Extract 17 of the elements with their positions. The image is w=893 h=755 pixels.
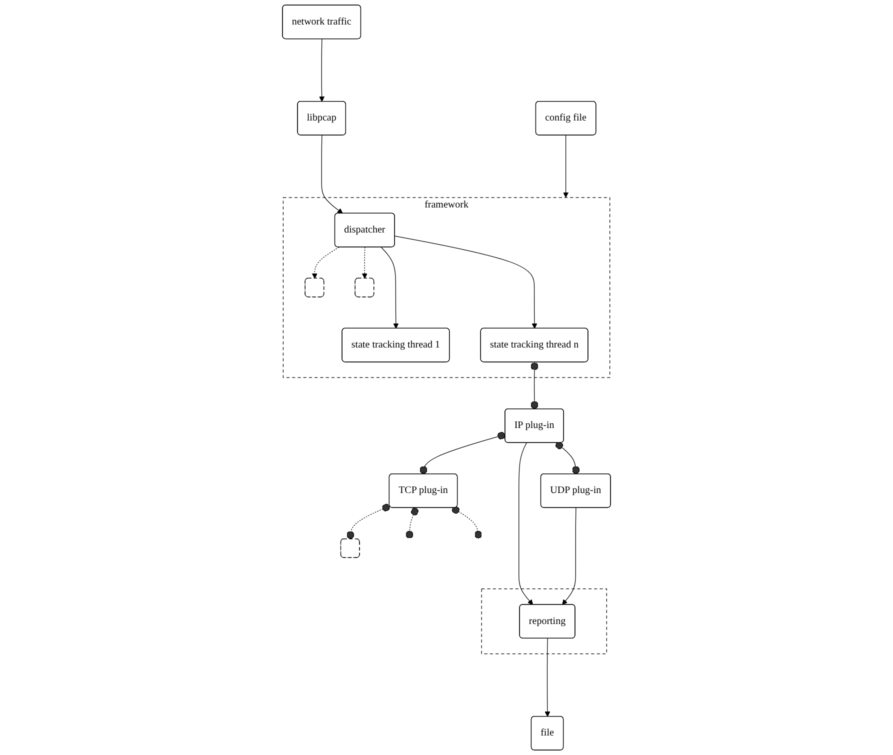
connector [406, 508, 418, 540]
arrow [563, 134, 569, 198]
arrow [544, 638, 550, 717]
arrow [394, 236, 538, 329]
arrow [380, 246, 399, 329]
connector [346, 504, 390, 540]
arrow [321, 135, 343, 214]
connector [420, 432, 506, 474]
arrow [312, 246, 340, 279]
arrow [319, 38, 325, 102]
arrow [518, 442, 534, 605]
connector [452, 506, 482, 540]
connector [530, 362, 538, 410]
connector [556, 442, 580, 474]
arrow [562, 508, 576, 605]
arrow [362, 246, 368, 279]
cluster [481, 588, 607, 654]
